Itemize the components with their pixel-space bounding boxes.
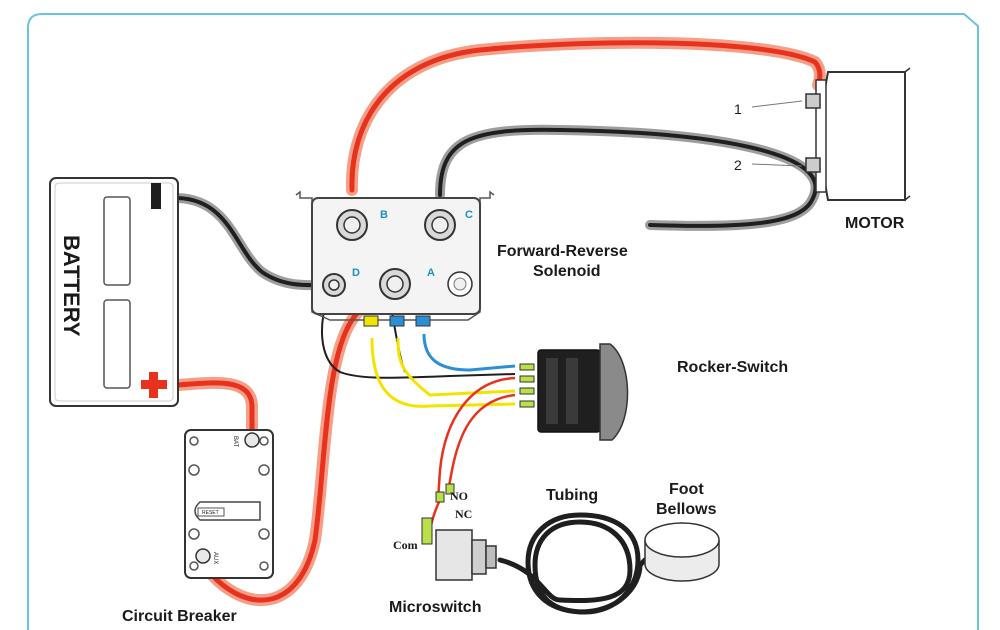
forward-reverse-solenoid: B C D A — [295, 190, 495, 327]
wire-blue — [422, 333, 516, 372]
motor-terminal-2 — [805, 157, 821, 173]
terminal-b-label: B — [380, 209, 388, 221]
wire-d-to-rocker-black — [321, 291, 516, 379]
wire-yellow — [370, 337, 516, 408]
motor-terminal-1-label: 1 — [734, 101, 742, 117]
tubing-path — [497, 512, 648, 615]
motor-terminal-2-label: 2 — [734, 157, 742, 173]
rocker-switch-label: Rocker-Switch — [677, 359, 788, 376]
micro-nc-label: NC — [455, 507, 472, 521]
motor-terminal-1 — [805, 93, 821, 109]
battery-label: BATTERY — [59, 235, 84, 337]
motor: 1 2 MOTOR — [734, 67, 911, 232]
breaker-bat-label: BAT — [232, 436, 238, 448]
terminal-c-label: C — [465, 209, 473, 221]
motor-label: MOTOR — [845, 215, 905, 232]
breaker-reset-label: RESET — [202, 510, 219, 516]
foot-bellows: Foot Bellows — [644, 481, 720, 582]
microswitch-label: Microswitch — [389, 599, 481, 616]
terminal-d-label: D — [352, 267, 360, 279]
wire-c-to-motor-2 — [435, 124, 821, 231]
battery: BATTERY — [49, 177, 179, 407]
wire-rocker-to-micro — [436, 376, 516, 501]
circuit-breaker: RESET BAT AUX — [184, 429, 274, 579]
breaker-aux-label: AUX — [212, 552, 218, 564]
circuit-breaker-label: Circuit Breaker — [122, 608, 237, 625]
microswitch: NO NC Com Microswitch — [389, 483, 497, 616]
solenoid-label-line2: Solenoid — [533, 263, 601, 280]
micro-no-label: NO — [450, 489, 468, 503]
wires — [172, 36, 826, 615]
minus-icon — [151, 183, 161, 209]
foot-label-line1: Foot — [669, 481, 704, 498]
foot-label-line2: Bellows — [656, 501, 717, 518]
terminal-a-label: A — [427, 267, 435, 279]
solenoid-label-line1: Forward-Reverse — [497, 243, 628, 260]
frame-border — [27, 13, 979, 630]
wire-battery-to-d — [173, 193, 335, 291]
tubing-label: Tubing — [546, 487, 598, 504]
micro-com-label: Com — [393, 538, 418, 552]
breaker-bat-terminal — [244, 432, 260, 448]
plus-icon — [141, 372, 167, 398]
breaker-aux-terminal — [195, 548, 211, 564]
rocker-switch: Rocker-Switch — [519, 343, 788, 441]
